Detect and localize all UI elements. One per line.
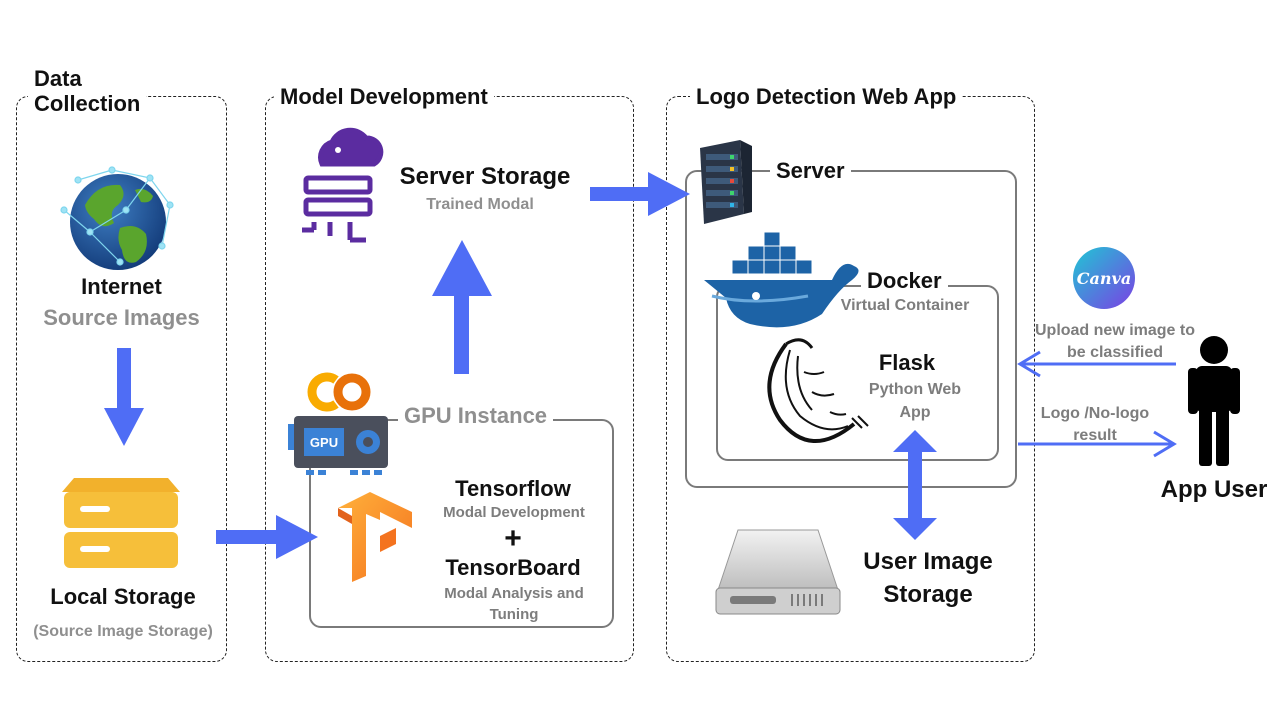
local-storage-sublabel: (Source Image Storage) — [33, 623, 213, 640]
arrow-result-to-user — [1018, 430, 1177, 458]
hard-drive-icon — [715, 529, 841, 615]
local-storage-icon — [62, 478, 180, 568]
rack-server-icon — [700, 140, 752, 224]
user-image-storage-label: User Image Storage — [863, 548, 993, 608]
arrow-flask-storage-bidirectional — [893, 430, 937, 540]
gpu-instance-label: GPU Instance — [398, 403, 554, 429]
flask-sublabel: Python Web App — [868, 381, 962, 421]
internet-sublabel: Source Images — [43, 305, 200, 330]
model-development-title: Model Development — [274, 84, 494, 110]
arrow-local-to-gpu — [216, 515, 318, 559]
globe-icon — [60, 166, 174, 270]
tensorflow-sublabel: Modal Development — [443, 504, 585, 521]
tensorflow-label: Tensorflow — [455, 476, 571, 501]
flask-logo-icon — [767, 338, 869, 443]
canva-logo-text: Canva — [1077, 269, 1131, 288]
arrow-internet-to-local — [104, 348, 144, 446]
server-storage-label: Server Storage — [399, 163, 571, 190]
internet-label: Internet — [81, 274, 162, 299]
gpu-chip-text: GPU — [310, 435, 338, 450]
arrow-gpu-to-server-storage — [432, 240, 492, 374]
docker-box — [716, 285, 999, 461]
server-label: Server — [770, 158, 851, 184]
data-collection-title: Data Collection — [28, 66, 147, 116]
server-box — [685, 170, 1017, 488]
arrow-storage-to-server — [590, 172, 690, 216]
app-user-label: App User — [1160, 476, 1268, 503]
arrow-upload-to-app — [1017, 350, 1176, 378]
data-collection-title-line1: Data — [34, 66, 82, 91]
upload-label: Upload new image to be classified — [1034, 322, 1195, 361]
gpu-card-icon: GPU — [288, 416, 388, 475]
data-collection-title-line2: Collection — [34, 91, 141, 116]
tensorflow-logo-icon — [338, 492, 412, 582]
canva-logo-icon: Canva — [1073, 247, 1135, 309]
docker-sublabel: Virtual Container — [840, 297, 970, 314]
user-figure-icon — [1188, 336, 1240, 466]
server-storage-sublabel: Trained Modal — [426, 196, 534, 213]
docker-whale-icon — [704, 231, 859, 328]
colab-logo-icon — [307, 372, 371, 412]
cloud-server-icon — [302, 127, 384, 243]
web-app-title: Logo Detection Web App — [690, 84, 963, 110]
result-label: Logo /No-logo result — [1040, 405, 1150, 444]
plus-sign: + — [504, 522, 522, 555]
tensorboard-sublabel: Modal Analysis and Tuning — [444, 585, 584, 623]
flask-label: Flask — [878, 350, 936, 375]
local-storage-label: Local Storage — [50, 584, 196, 609]
tensorboard-label: TensorBoard — [445, 555, 581, 580]
docker-label: Docker — [861, 268, 948, 294]
